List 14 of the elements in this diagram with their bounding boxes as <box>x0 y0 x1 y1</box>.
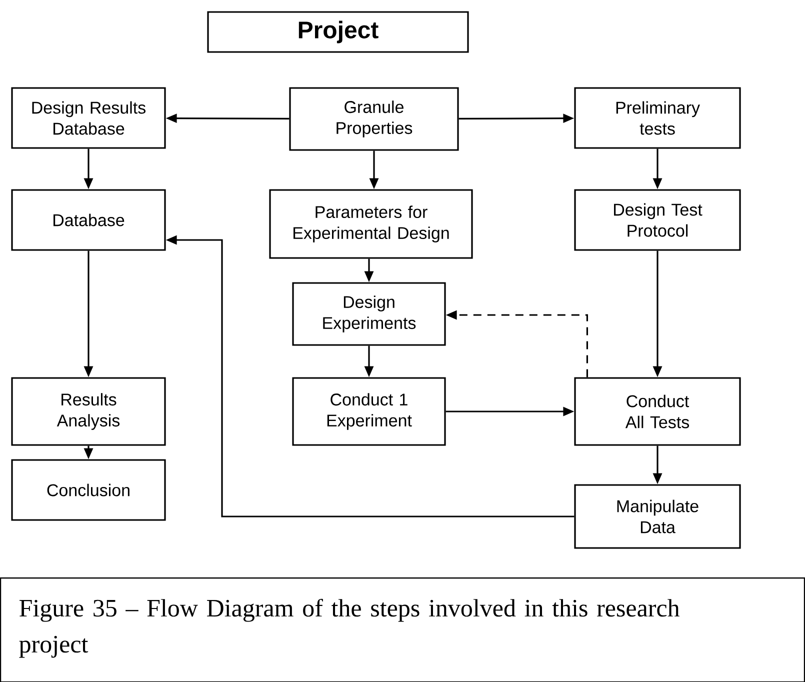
process-box: Parameters for Experimental Design <box>269 189 473 259</box>
process-box: Conduct 1 Experiment <box>292 377 446 446</box>
process-box: Design Test Protocol <box>574 189 741 251</box>
process-box: Conduct All Tests <box>574 377 741 446</box>
process-box: Granule Properties <box>289 87 459 151</box>
process-box: Design Experiments <box>292 282 446 346</box>
process-box: Database <box>11 189 166 251</box>
process-box: Results Analysis <box>11 377 166 446</box>
process-box: Conclusion <box>11 459 166 521</box>
figure-caption: Figure 35 – Flow Diagram of the steps involved in this research project <box>19 598 680 658</box>
heading-box: Project <box>207 11 469 53</box>
process-box: Preliminary tests <box>574 87 741 149</box>
process-box: Manipulate Data <box>574 484 741 549</box>
process-box: Design Results Database <box>11 87 166 149</box>
